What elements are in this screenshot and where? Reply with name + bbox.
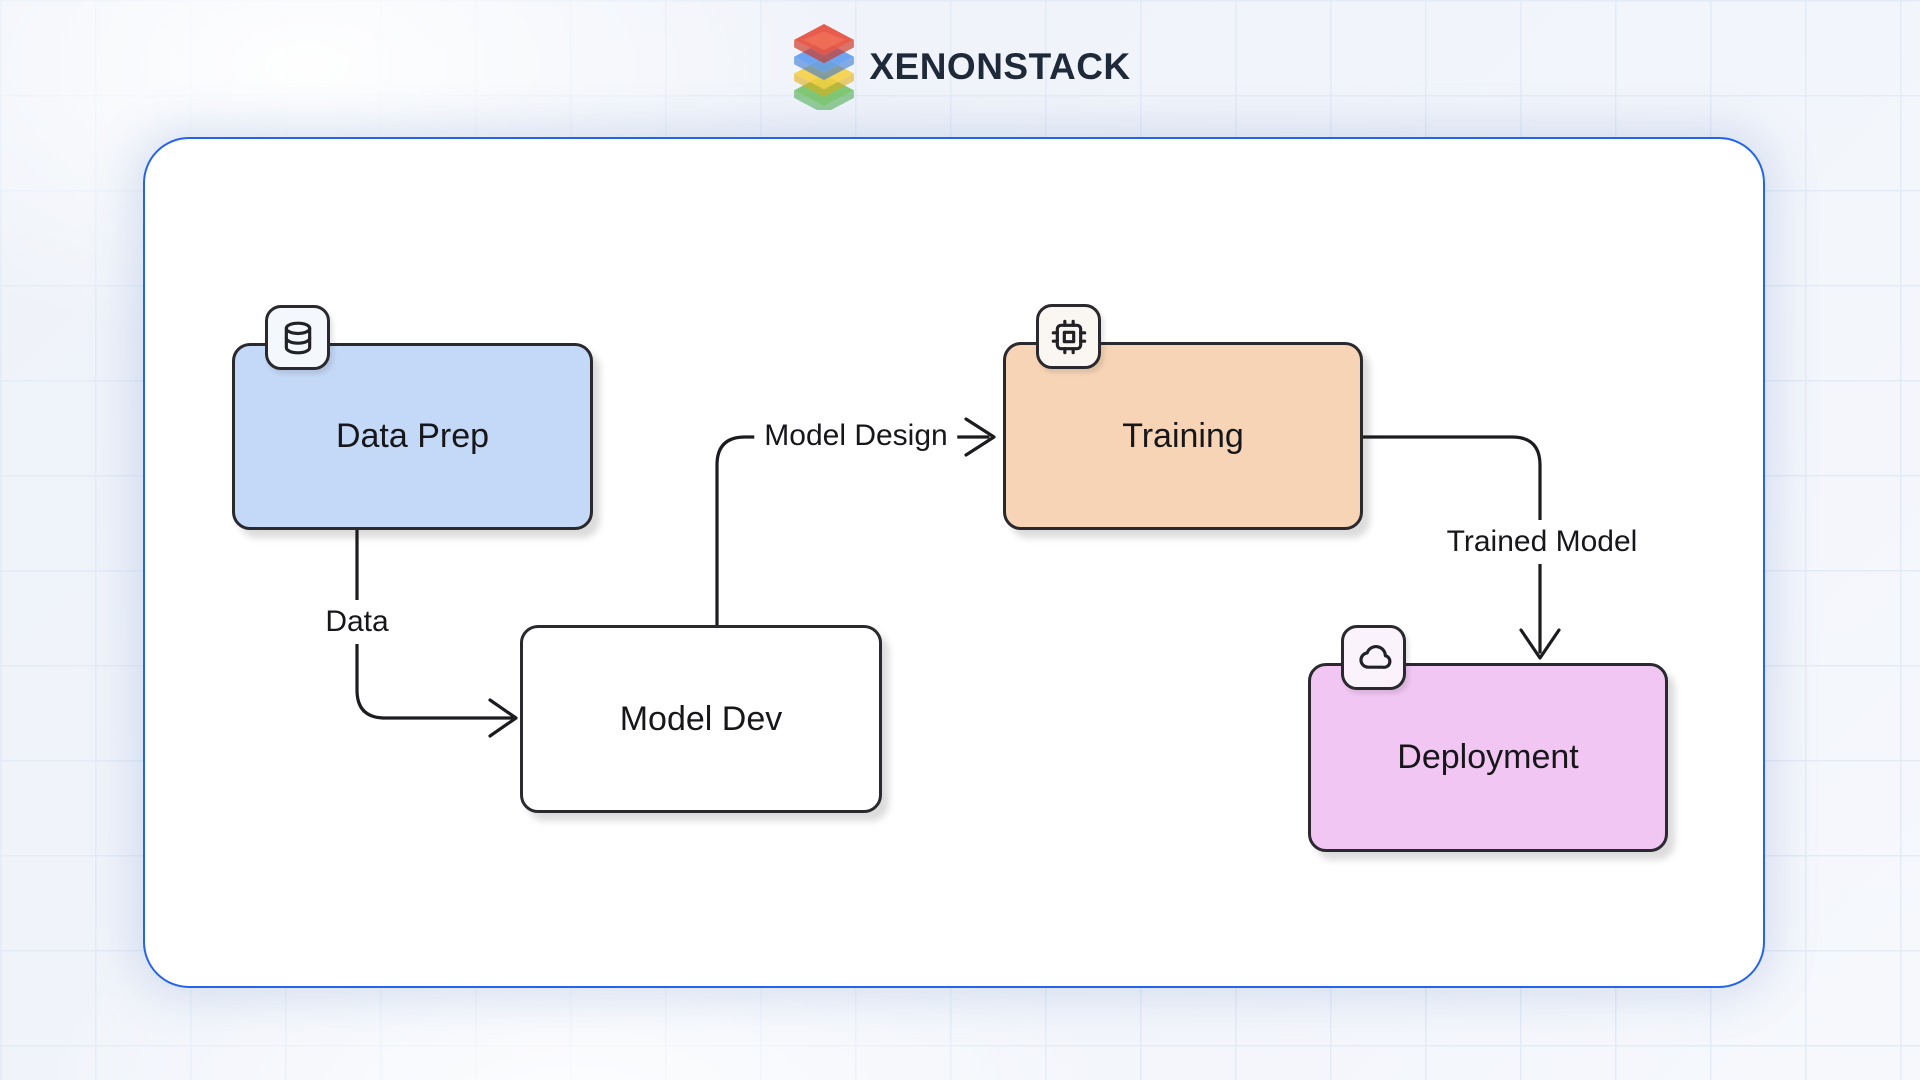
edge-label-model-design: Model Design (754, 414, 958, 458)
node-label-model-dev: Model Dev (619, 699, 783, 738)
chip-icon (1036, 304, 1101, 369)
node-data-prep: Data Prep (232, 305, 593, 530)
node-deployment: Deployment (1308, 625, 1668, 852)
cloud-icon (1341, 625, 1406, 690)
node-training: Training (1003, 304, 1363, 530)
brand-header: XENONSTACK (0, 24, 1920, 110)
database-icon (265, 305, 330, 370)
node-label-data-prep: Data Prep (335, 417, 490, 455)
edge-label-trained-model: Trained Model (1436, 520, 1648, 564)
node-label-training: Training (1122, 416, 1244, 455)
stacked-layers-icon (794, 24, 855, 110)
edge-label-data: Data (315, 600, 399, 644)
brand-name: XENONSTACK (869, 46, 1131, 87)
node-label-deployment: Deployment (1397, 738, 1579, 776)
node-model-dev: Model Dev (520, 625, 882, 813)
